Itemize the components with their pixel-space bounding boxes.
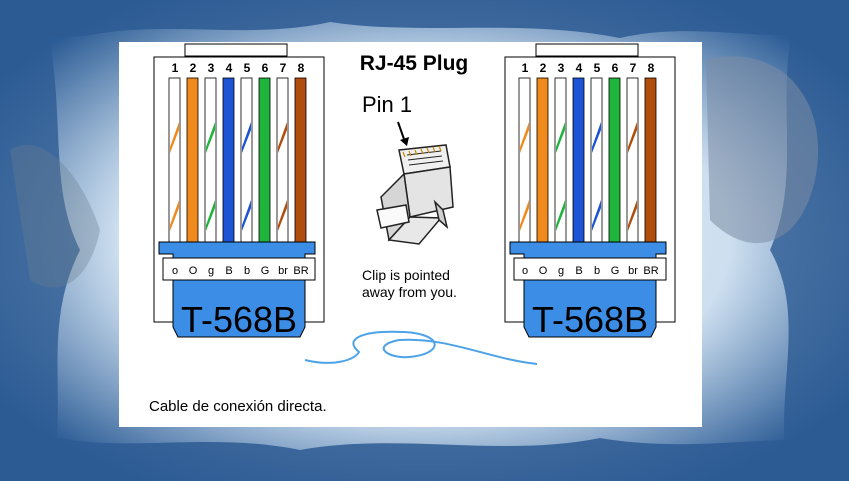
wire-stripe	[556, 200, 565, 231]
wire-stripe	[206, 200, 215, 231]
diagram-panel: 1 2 3 4 5 6 7 8 o O g B b G br BR	[119, 42, 702, 427]
caption: Cable de conexión directa.	[149, 398, 327, 415]
pin-number: 2	[540, 61, 547, 75]
wires	[168, 77, 307, 245]
code-strip	[162, 257, 316, 281]
pin-numbers: 1 2 3 4 5 6 7 8	[522, 61, 655, 75]
color-codes: o O g B b G br BR	[522, 265, 659, 277]
color-code: G	[261, 265, 270, 277]
wire-stripe	[206, 122, 215, 153]
wire-stripe	[628, 200, 637, 231]
wire-stripe	[592, 200, 601, 231]
clip-note-line1: Clip is pointed	[362, 267, 450, 283]
color-code: b	[594, 265, 600, 277]
wire-stripe	[556, 122, 565, 153]
pin1-label: Pin 1	[362, 92, 412, 117]
wire	[536, 77, 549, 245]
color-code: o	[172, 265, 178, 277]
pin1-arrowhead	[400, 137, 409, 146]
pin-number: 3	[558, 61, 565, 75]
wire	[258, 77, 271, 245]
standard-label: T-568B	[181, 299, 297, 340]
pin-number: 8	[298, 61, 305, 75]
pin-number: 6	[612, 61, 619, 75]
wire-stripe	[242, 200, 251, 231]
pin-number: 5	[594, 61, 601, 75]
wire-stripe	[242, 122, 251, 153]
wire-stripe	[170, 200, 179, 231]
pin-number: 4	[226, 61, 233, 75]
wire	[294, 77, 307, 245]
color-codes: o O g B b G br BR	[172, 265, 309, 277]
pin-numbers: 1 2 3 4 5 6 7 8	[172, 61, 305, 75]
plug-illustration	[376, 144, 454, 245]
standard-label: T-568B	[532, 299, 648, 340]
color-code: B	[575, 265, 582, 277]
color-code: g	[558, 265, 564, 277]
pin-number: 5	[244, 61, 251, 75]
pin-number: 7	[280, 61, 287, 75]
wire-stripe	[278, 122, 287, 153]
wire	[608, 77, 621, 245]
cable	[304, 330, 538, 365]
color-code: BR	[293, 265, 308, 277]
connector-left: 1 2 3 4 5 6 7 8 o O g B b G br BR	[153, 43, 325, 340]
clip-note-line2: away from you.	[362, 284, 457, 300]
color-code: b	[244, 265, 250, 277]
pin-number: 1	[172, 61, 179, 75]
wire-stripe	[628, 122, 637, 153]
pin-number: 4	[576, 61, 583, 75]
plug-tab	[184, 43, 288, 57]
color-code: G	[611, 265, 620, 277]
wire-stripe	[170, 122, 179, 153]
rj45-diagram: 1 2 3 4 5 6 7 8 o O g B b G br BR	[149, 43, 676, 415]
wire-stripe	[520, 200, 529, 231]
wire	[572, 77, 585, 245]
wire-stripe	[592, 122, 601, 153]
color-code: g	[208, 265, 214, 277]
pin-number: 1	[522, 61, 529, 75]
pin-number: 6	[262, 61, 269, 75]
wire-stripe	[520, 122, 529, 153]
color-code: B	[225, 265, 232, 277]
wires	[518, 77, 657, 245]
wire	[222, 77, 235, 245]
pin-number: 3	[208, 61, 215, 75]
pin1-arrow	[397, 121, 406, 143]
color-code: br	[628, 265, 638, 277]
pin-number: 7	[630, 61, 637, 75]
pin-number: 8	[648, 61, 655, 75]
color-code: br	[278, 265, 288, 277]
pin-number: 2	[190, 61, 197, 75]
plug-tab	[535, 43, 639, 57]
color-code: O	[539, 265, 548, 277]
wire-stripe	[278, 200, 287, 231]
diagram-title: RJ-45 Plug	[360, 52, 469, 75]
wire	[186, 77, 199, 245]
color-code: o	[522, 265, 528, 277]
color-code: BR	[643, 265, 658, 277]
code-strip	[513, 257, 667, 281]
color-code: O	[189, 265, 198, 277]
connector-right: 1 2 3 4 5 6 7 8 o O g B b G br BR	[504, 43, 676, 340]
wire	[644, 77, 657, 245]
